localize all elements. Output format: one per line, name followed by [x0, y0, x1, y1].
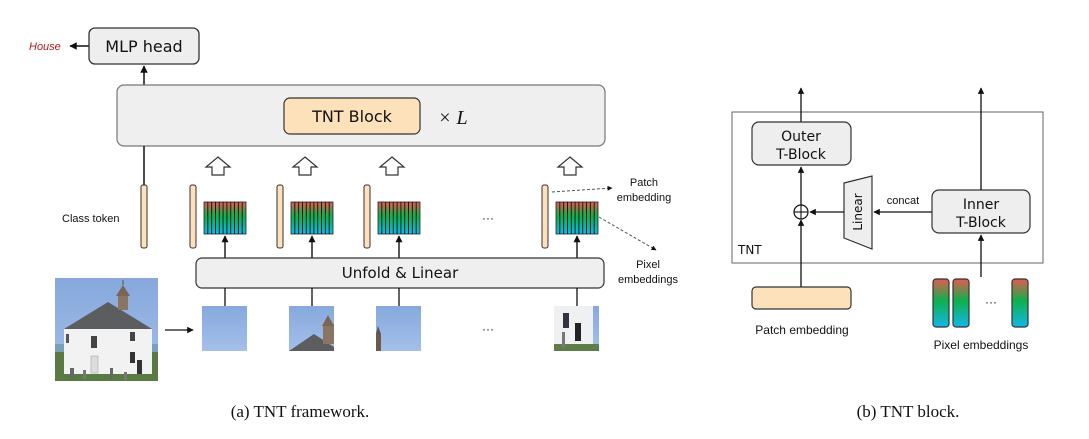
image-patch — [289, 288, 334, 351]
caption-b: (b) TNT block. — [857, 402, 960, 421]
pixel-embedding-n — [1011, 278, 1029, 328]
linear-label: Linear — [851, 193, 865, 230]
pixel-embeddings-label-line1: Pixel — [636, 259, 660, 271]
pixel-embedding-grid — [555, 201, 599, 235]
patch-embedding-bar — [751, 286, 852, 310]
pixel-embedding-grid — [290, 201, 334, 235]
patch-token — [363, 184, 371, 249]
patch-token — [276, 184, 284, 249]
input-image — [55, 278, 158, 381]
output-label: House — [29, 41, 61, 53]
outer-t-block-line2: T-Block — [775, 147, 827, 163]
pixel-embedding-2 — [952, 278, 970, 328]
repeat-label: × L — [438, 107, 468, 129]
pixel-embedding-1 — [932, 278, 950, 328]
caption-a: (a) TNT framework. — [231, 402, 370, 421]
pixel-embedding-grid — [377, 201, 421, 235]
class-token — [140, 184, 148, 249]
pixel-embeddings-label-line2: embeddings — [618, 274, 678, 286]
add-operator-icon — [793, 204, 809, 220]
mlp-head-label: MLP head — [105, 37, 182, 56]
hollow-up-arrow-icon — [204, 156, 232, 176]
token-group — [189, 184, 247, 258]
inner-t-block: Inner T-Block — [931, 189, 1031, 234]
image-patch — [554, 288, 599, 351]
tnt-block-box — [283, 97, 421, 135]
tnt-block-label: TNT Block — [311, 107, 393, 126]
tnt-container-label: TNT — [737, 243, 762, 257]
tnt-framework: House MLP head TNT Block × L Class token… — [29, 27, 678, 421]
inner-t-block-line2: T-Block — [955, 215, 1007, 231]
patch-ellipsis: ··· — [482, 322, 494, 336]
pixel-embedding-grid — [203, 201, 247, 235]
inner-t-block-line1: Inner — [963, 197, 999, 213]
mlp-head-box: MLP head — [88, 27, 200, 65]
patch-embedding-label: Patch embedding — [755, 323, 848, 337]
tnt-container — [731, 111, 1044, 264]
pixel-embeddings-label: Pixel embeddings — [934, 338, 1029, 352]
outer-t-block: Outer T-Block — [751, 121, 852, 166]
image-patch — [202, 288, 247, 351]
concat-label: concat — [887, 195, 919, 207]
pixel-embedding-ellipsis: ··· — [985, 295, 997, 309]
encoder-stack-box: TNT Block × L — [116, 84, 606, 147]
outer-t-block-line1: Outer — [781, 129, 821, 145]
patch-embedding-pointer — [551, 185, 613, 193]
token-group — [276, 184, 334, 258]
hollow-up-arrow-icon — [378, 156, 406, 176]
class-token-label: Class token — [62, 213, 119, 225]
unfold-linear-box: Unfold & Linear — [195, 257, 605, 289]
token-group — [363, 184, 421, 258]
token-ellipsis: ··· — [482, 211, 494, 225]
linear-projection: Linear — [843, 175, 873, 250]
hollow-up-arrow-icon — [556, 156, 584, 176]
patch-token — [541, 184, 549, 249]
patch-embedding-label-line2: embedding — [617, 192, 671, 204]
patch-token — [189, 184, 197, 249]
token-group — [541, 184, 599, 258]
hollow-up-arrow-icon — [291, 156, 319, 176]
image-patch — [376, 288, 421, 351]
unfold-linear-label: Unfold & Linear — [342, 264, 459, 282]
pixel-embeddings-pointer — [598, 216, 657, 251]
tnt-block-detail: TNT Outer T-Block Linear concat Inn — [731, 87, 1044, 421]
patch-embedding-label-line1: Patch — [630, 177, 658, 189]
